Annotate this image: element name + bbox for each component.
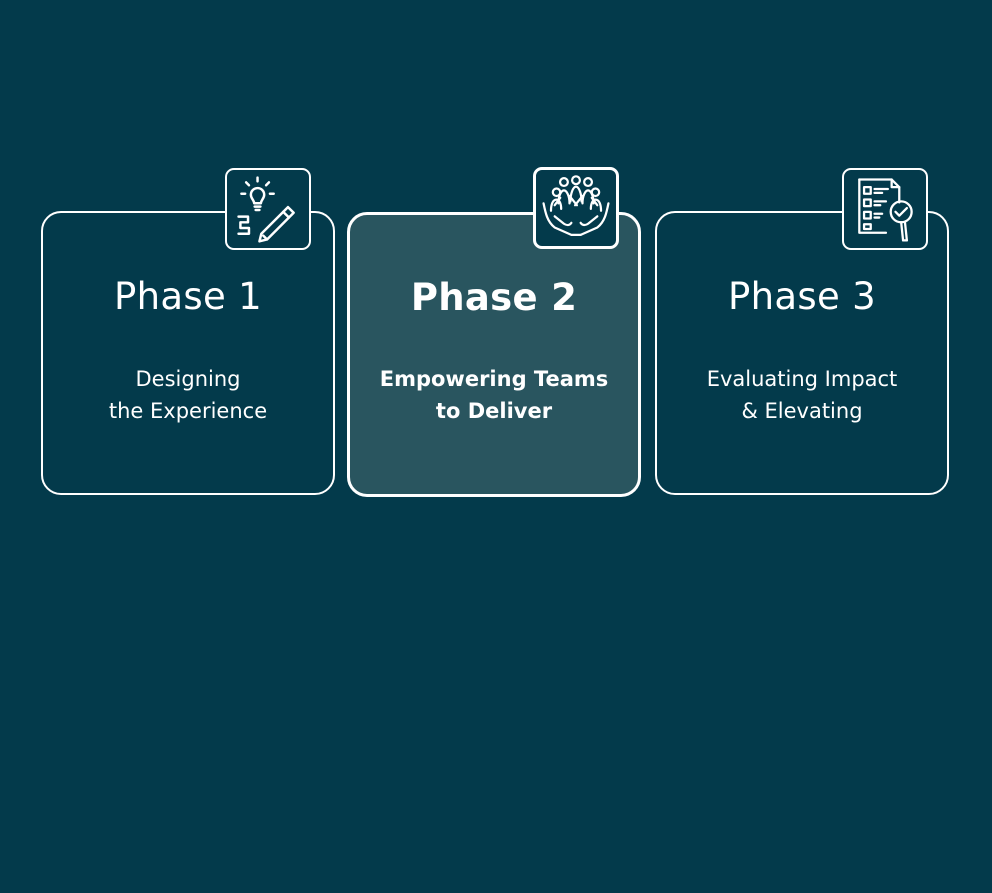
- lightbulb-pencil-icon-badge: [225, 168, 311, 250]
- phase-description-line: Designing: [135, 367, 241, 391]
- phase-description: Empowering Teams to Deliver: [350, 363, 638, 427]
- phase-title: Phase 3: [728, 275, 876, 318]
- phase-card-2: Phase 2 Empowering Teams to Deliver: [347, 212, 641, 497]
- checklist-magnifier-icon-badge: [842, 168, 928, 250]
- team-hands-icon: [542, 175, 610, 236]
- phase-description-line: Evaluating Impact: [706, 367, 898, 391]
- phase-card-3: Phase 3 Evaluating Impact & Elevating: [655, 211, 949, 495]
- phase-description: Designing the Experience: [43, 363, 333, 427]
- lightbulb-pencil-icon: [237, 176, 295, 243]
- phase-card-1: Phase 1 Designing the Experience: [41, 211, 335, 495]
- team-hands-icon-badge: [533, 167, 619, 249]
- phase-description-line: & Elevating: [741, 399, 863, 423]
- checklist-magnifier-icon: [858, 178, 913, 242]
- phase-description-line: to Deliver: [435, 399, 553, 423]
- phase-title: Phase 2: [410, 276, 578, 319]
- phase-description: Evaluating Impact & Elevating: [657, 363, 947, 427]
- phase-title: Phase 1: [114, 275, 262, 318]
- phase-description-line: Empowering Teams: [379, 367, 609, 391]
- phase-description-line: the Experience: [108, 399, 268, 423]
